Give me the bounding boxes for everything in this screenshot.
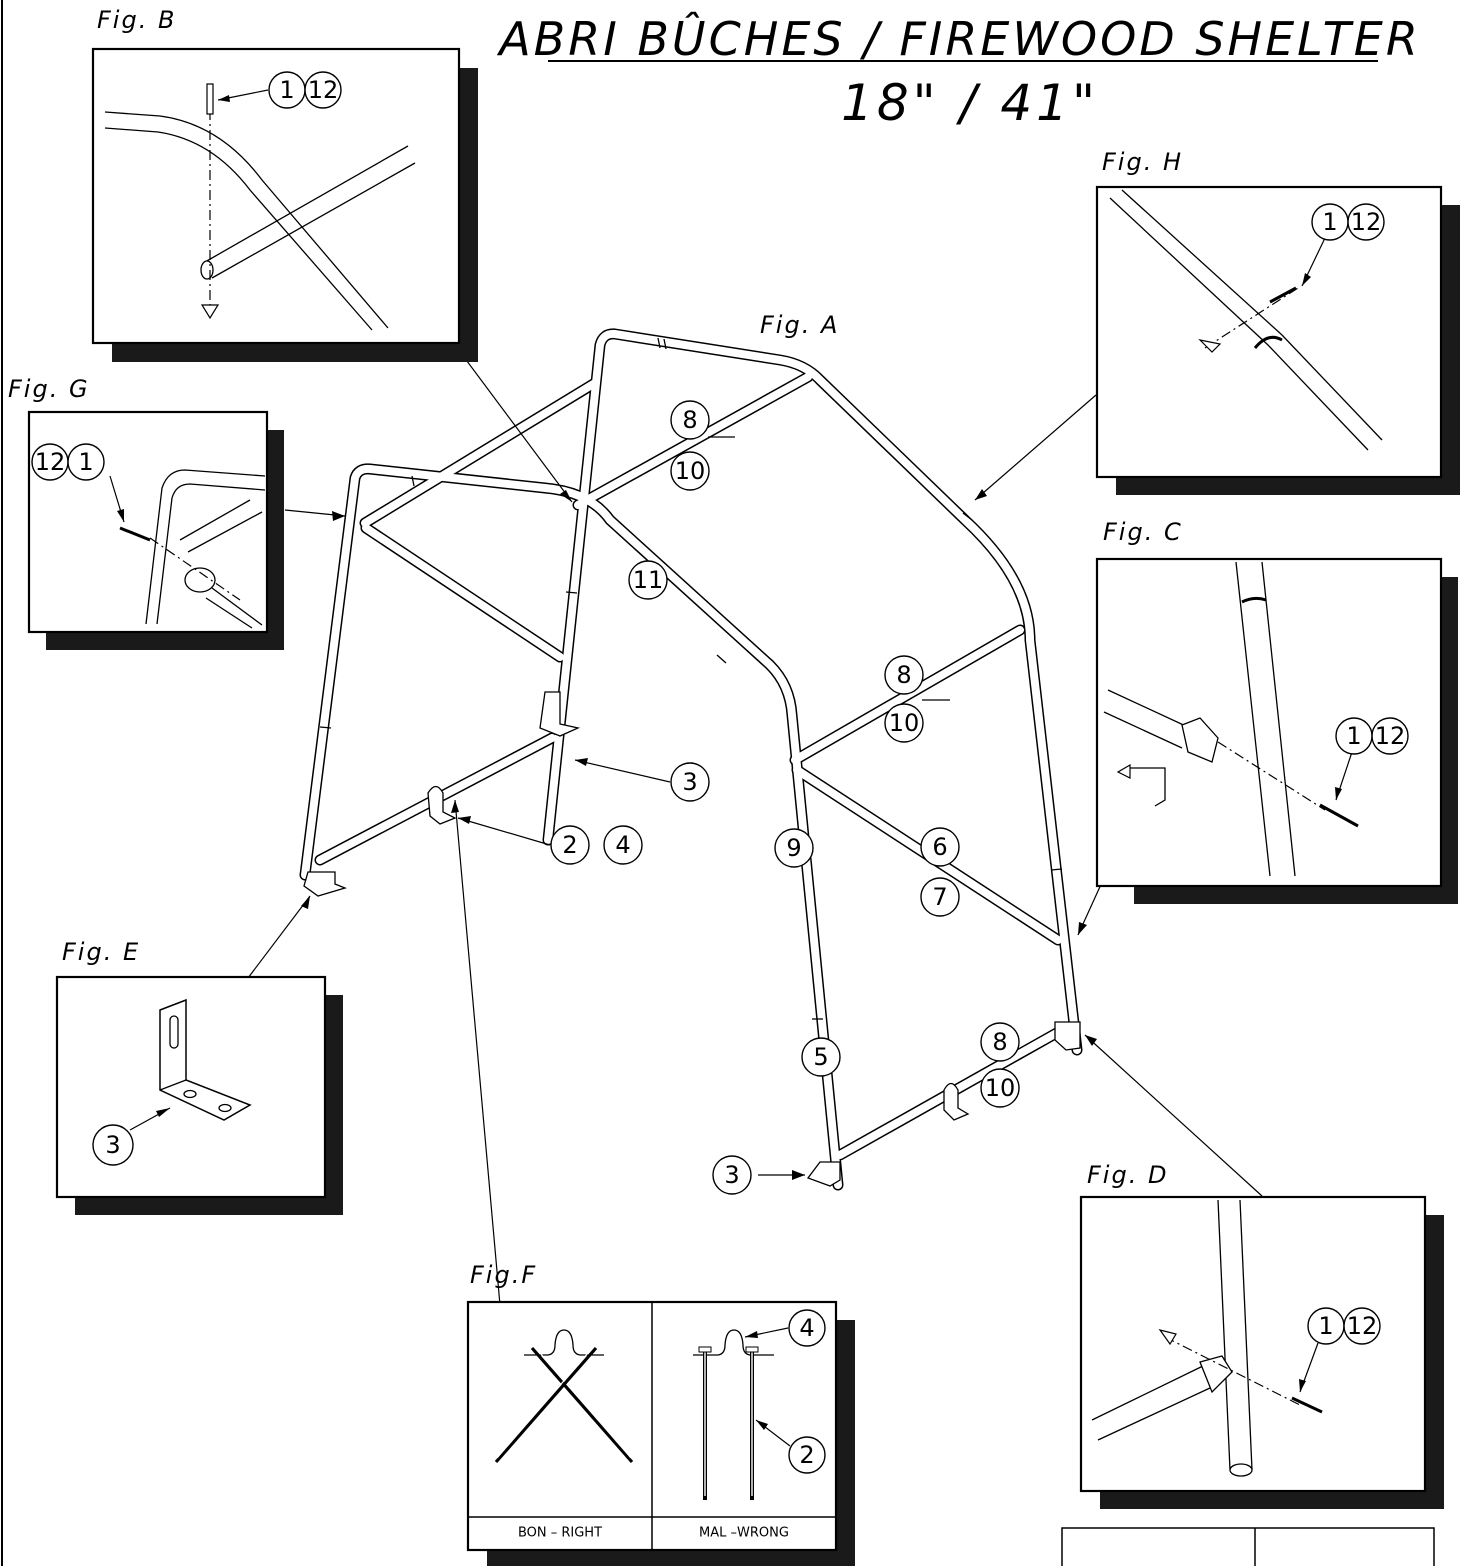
callout-bracket-front: 3: [712, 1155, 752, 1195]
callout-lower-leg: 5: [801, 1037, 841, 1077]
callout-roof-brace: 8 10: [670, 400, 735, 491]
fig-f-caption-right: BON – RIGHT: [518, 1526, 602, 1541]
fig-e-callout-3: 3: [105, 1131, 120, 1159]
callout-9: 9: [786, 834, 801, 862]
callout-side-brace: 8 10: [884, 655, 950, 743]
fig-g-callout-1: 1: [78, 448, 93, 476]
fig-d-label: Fig. D: [1087, 1161, 1168, 1189]
fig-h-detail: Fig. H 1 12: [1095, 148, 1460, 495]
fig-b-label: Fig. B: [97, 6, 176, 34]
callout-10: 10: [675, 457, 706, 485]
fig-b-callout-1: 1: [279, 76, 294, 104]
title-main: ABRI BÛCHES / FIREWOOD SHELTER: [496, 11, 1421, 66]
fig-g-callout-12: 12: [35, 448, 66, 476]
callout-arch: 11: [628, 560, 668, 600]
fig-e-detail: Fig. E 3: [55, 938, 343, 1215]
title-dimensions: 18" / 41": [841, 74, 1099, 132]
fig-h-frame: [1095, 185, 1443, 479]
fig-c-callout-12: 12: [1375, 722, 1406, 750]
tube-joints: [319, 337, 1063, 1020]
fig-b-detail: Fig. B 1 12: [91, 6, 478, 362]
fig-c-label: Fig. C: [1103, 518, 1183, 546]
fig-e-label: Fig. E: [62, 938, 140, 966]
callout-2: 2: [562, 831, 577, 859]
base-brackets: [303, 691, 1081, 1187]
callout-8: 8: [682, 406, 697, 434]
leader-arrowheads: [301, 489, 1097, 1180]
fig-c-detail: Fig. C 1 12: [1095, 518, 1458, 904]
callout-bracket-back: 3: [670, 762, 710, 802]
fig-f-detail: Fig.F 4 2 BON – RIGHT: [466, 1261, 855, 1566]
fig-a-label: Fig. A: [760, 311, 839, 339]
fig-g-frame: [27, 410, 269, 634]
callout-base-brace: 8 10: [980, 1022, 1046, 1108]
callout-stake: 2 4: [550, 825, 643, 865]
callout-3-back: 3: [682, 768, 697, 796]
title-block: ABRI BÛCHES / FIREWOOD SHELTER 18" / 41": [496, 11, 1421, 132]
fig-d-callout-12: 12: [1347, 1312, 1378, 1340]
fig-c-callout-1: 1: [1346, 722, 1361, 750]
fig-d-frame: [1079, 1195, 1427, 1493]
callout-leg: 9: [774, 828, 814, 868]
fig-f-callout-4: 4: [799, 1314, 814, 1342]
fig-h-callout-1: 1: [1322, 208, 1337, 236]
fig-f-label: Fig.F: [470, 1261, 537, 1289]
callout-8-base: 8: [992, 1028, 1007, 1056]
fig-d-detail: Fig. D 1 12: [1079, 1161, 1444, 1509]
callout-11: 11: [633, 566, 664, 594]
fig-g-label: Fig. G: [8, 375, 90, 403]
fig-b-callout-12: 12: [308, 76, 339, 104]
callout-6: 6: [932, 833, 947, 861]
stakes-correct: [494, 1329, 634, 1464]
callout-4: 4: [615, 831, 630, 859]
stakes-wrong: [693, 1329, 774, 1500]
fig-g-detail: Fig. G 12 1: [8, 375, 284, 650]
callout-10-side: 10: [889, 709, 920, 737]
main-assembly: Fig. A: [247, 311, 1263, 1306]
drawing-info-table: [1061, 1527, 1435, 1566]
callout-10-base: 10: [985, 1074, 1016, 1102]
fig-f-caption-wrong: MAL –WRONG: [699, 1526, 789, 1541]
callout-8-side: 8: [896, 661, 911, 689]
callout-diagonal: 6 7: [920, 827, 960, 917]
fig-h-label: Fig. H: [1102, 148, 1183, 176]
fig-f-callout-2: 2: [799, 1441, 814, 1469]
callout-7: 7: [932, 883, 947, 911]
callout-3-front: 3: [724, 1161, 739, 1189]
fig-h-callout-12: 12: [1351, 208, 1382, 236]
fig-d-callout-1: 1: [1318, 1312, 1333, 1340]
callout-5: 5: [813, 1043, 828, 1071]
